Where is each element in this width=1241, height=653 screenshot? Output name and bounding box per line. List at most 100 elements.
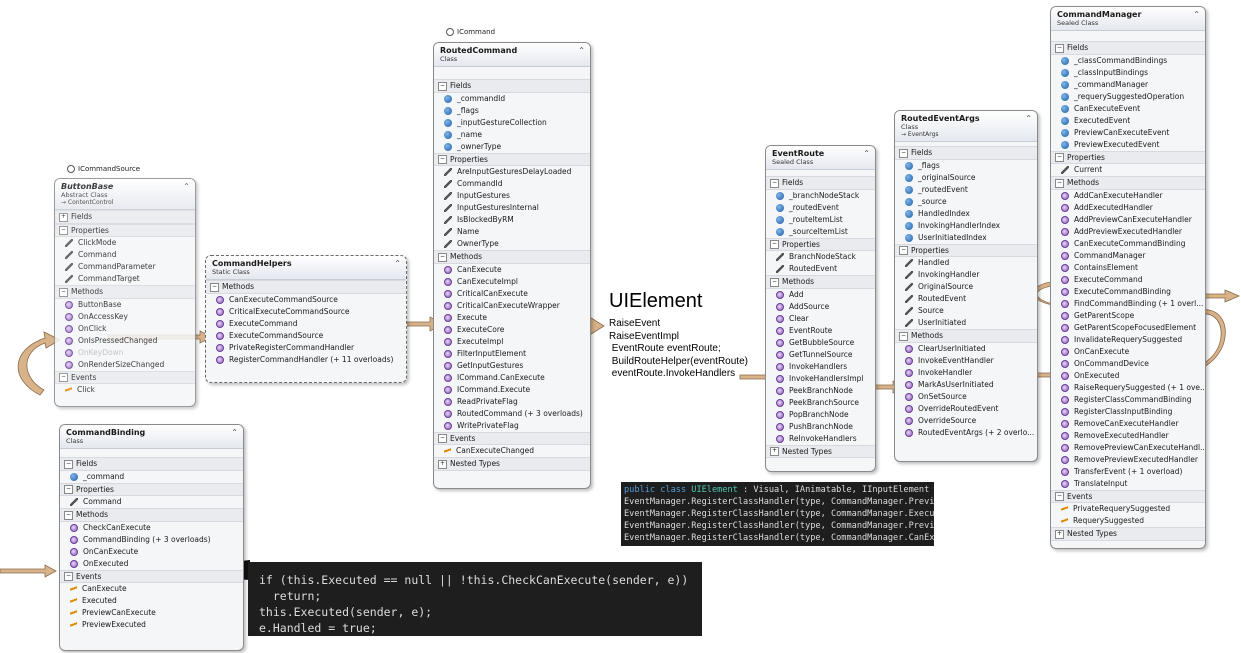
- member-method[interactable]: GetTunnelSource: [766, 349, 875, 361]
- member-method[interactable]: RemoveExecutedHandler: [1051, 430, 1205, 442]
- member-field[interactable]: _commandId: [434, 93, 590, 105]
- member-method[interactable]: GetParentScope: [1051, 310, 1205, 322]
- member-field[interactable]: _flags: [895, 160, 1037, 172]
- member-prop[interactable]: CommandTarget: [55, 273, 195, 285]
- member-method[interactable]: RegisterClassInputBinding: [1051, 406, 1205, 418]
- member-method[interactable]: FilterInputElement: [434, 348, 590, 360]
- section-nested-types[interactable]: +Nested Types: [766, 444, 875, 458]
- member-method[interactable]: ExecuteCommand: [206, 318, 406, 330]
- member-method[interactable]: OverrideSource: [895, 415, 1037, 427]
- section-methods[interactable]: −Methods: [55, 285, 195, 299]
- member-method[interactable]: ReadPrivateFlag: [434, 396, 590, 408]
- member-method[interactable]: EventRoute: [766, 325, 875, 337]
- member-method[interactable]: WritePrivateFlag: [434, 420, 590, 432]
- collapse-icon[interactable]: ⌃: [1193, 10, 1200, 19]
- section-methods[interactable]: −Methods: [1051, 176, 1205, 190]
- member-method[interactable]: CriticalCanExecute: [434, 288, 590, 300]
- member-method[interactable]: OnClick: [55, 323, 195, 335]
- member-method[interactable]: CanExecuteImpl: [434, 276, 590, 288]
- section-properties[interactable]: −Properties: [1051, 150, 1205, 164]
- collapse-icon[interactable]: ⌃: [578, 46, 585, 55]
- member-field[interactable]: _ownerType: [434, 141, 590, 153]
- member-field[interactable]: _flags: [434, 105, 590, 117]
- member-event[interactable]: CanExecuteChanged: [434, 445, 590, 457]
- member-method[interactable]: Add: [766, 289, 875, 301]
- section-fields[interactable]: −Fields: [766, 176, 875, 190]
- member-method[interactable]: TransferEvent (+ 1 overload): [1051, 466, 1205, 478]
- member-method[interactable]: CanExecuteCommandBinding: [1051, 238, 1205, 250]
- member-field[interactable]: _commandManager: [1051, 79, 1205, 91]
- section-fields[interactable]: −Fields: [1051, 41, 1205, 55]
- member-method[interactable]: InvokeEventHandler: [895, 355, 1037, 367]
- member-method[interactable]: RemovePreviewExecutedHandler: [1051, 454, 1205, 466]
- member-method[interactable]: Execute: [434, 312, 590, 324]
- member-field[interactable]: _routedEvent: [895, 184, 1037, 196]
- member-prop[interactable]: InputGesturesInternal: [434, 202, 590, 214]
- section-fields[interactable]: −Fields: [895, 146, 1037, 160]
- member-method[interactable]: InvokeHandlersImpl: [766, 373, 875, 385]
- member-event[interactable]: PreviewExecuted: [60, 619, 243, 631]
- member-method[interactable]: GetParentScopeFocusedElement: [1051, 322, 1205, 334]
- member-method[interactable]: ICommand.CanExecute: [434, 372, 590, 384]
- member-method[interactable]: FindCommandBinding (+ 1 overl...: [1051, 298, 1205, 310]
- section-events[interactable]: −Events: [55, 370, 195, 384]
- member-event[interactable]: CanExecute: [60, 583, 243, 595]
- member-method[interactable]: TranslateInput: [1051, 478, 1205, 490]
- member-method[interactable]: ExecuteImpl: [434, 336, 590, 348]
- section-methods[interactable]: −Methods: [434, 250, 590, 264]
- member-field[interactable]: _routeItemList: [766, 214, 875, 226]
- section-events[interactable]: −Events: [434, 431, 590, 445]
- collapse-icon[interactable]: ⌃: [1025, 114, 1032, 123]
- member-method[interactable]: OnCommandDevice: [1051, 358, 1205, 370]
- member-method[interactable]: OnRenderSizeChanged: [55, 359, 195, 371]
- member-method[interactable]: CriticalCanExecuteWrapper: [434, 300, 590, 312]
- section-methods[interactable]: −Methods: [206, 280, 406, 294]
- member-method[interactable]: ReInvokeHandlers: [766, 433, 875, 445]
- collapse-icon[interactable]: ⌃: [394, 259, 401, 268]
- member-method[interactable]: RemovePreviewCanExecuteHandl...: [1051, 442, 1205, 454]
- member-method[interactable]: ExecuteCommandBinding: [1051, 286, 1205, 298]
- member-prop[interactable]: Name: [434, 226, 590, 238]
- member-method[interactable]: ExecuteCommand: [1051, 274, 1205, 286]
- member-method[interactable]: OnCanExecute: [1051, 346, 1205, 358]
- member-method[interactable]: OnKeyDown: [55, 347, 195, 359]
- member-method[interactable]: ButtonBase: [55, 299, 195, 311]
- member-field[interactable]: InvokingHandlerIndex: [895, 220, 1037, 232]
- member-method[interactable]: RoutedCommand (+ 3 overloads): [434, 408, 590, 420]
- member-prop[interactable]: CommandId: [434, 178, 590, 190]
- section-properties[interactable]: −Properties: [55, 223, 195, 237]
- member-prop[interactable]: Command: [60, 496, 243, 508]
- member-method[interactable]: MarkAsUserInitiated: [895, 379, 1037, 391]
- member-field[interactable]: _requerySuggestedOperation: [1051, 91, 1205, 103]
- member-field[interactable]: HandledIndex: [895, 208, 1037, 220]
- member-prop[interactable]: RoutedEvent: [895, 293, 1037, 305]
- member-method[interactable]: GetBubbleSource: [766, 337, 875, 349]
- section-events[interactable]: −Events: [1051, 489, 1205, 503]
- section-properties[interactable]: −Properties: [60, 482, 243, 496]
- member-method[interactable]: ClearUserInitiated: [895, 343, 1037, 355]
- member-method[interactable]: OnExecuted: [60, 558, 243, 570]
- member-method[interactable]: OnCanExecute: [60, 546, 243, 558]
- member-method[interactable]: AddExecutedHandler: [1051, 202, 1205, 214]
- member-field[interactable]: _source: [895, 196, 1037, 208]
- member-method[interactable]: RemoveCanExecuteHandler: [1051, 418, 1205, 430]
- member-event[interactable]: PrivateRequerySuggested: [1051, 503, 1205, 515]
- member-method[interactable]: InvalidateRequerySuggested: [1051, 334, 1205, 346]
- section-fields[interactable]: +Fields: [55, 210, 195, 224]
- member-method[interactable]: ContainsElement: [1051, 262, 1205, 274]
- member-method[interactable]: GetInputGestures: [434, 360, 590, 372]
- member-field[interactable]: _name: [434, 129, 590, 141]
- member-method[interactable]: CommandBinding (+ 3 overloads): [60, 534, 243, 546]
- member-field[interactable]: _inputGestureCollection: [434, 117, 590, 129]
- member-method[interactable]: ICommand.Execute: [434, 384, 590, 396]
- member-method[interactable]: InvokeHandlers: [766, 361, 875, 373]
- member-field[interactable]: _classInputBindings: [1051, 67, 1205, 79]
- member-method[interactable]: ExecuteCommandSource: [206, 330, 406, 342]
- member-method[interactable]: OnExecuted: [1051, 370, 1205, 382]
- member-prop[interactable]: Command: [55, 249, 195, 261]
- member-method[interactable]: PeekBranchNode: [766, 385, 875, 397]
